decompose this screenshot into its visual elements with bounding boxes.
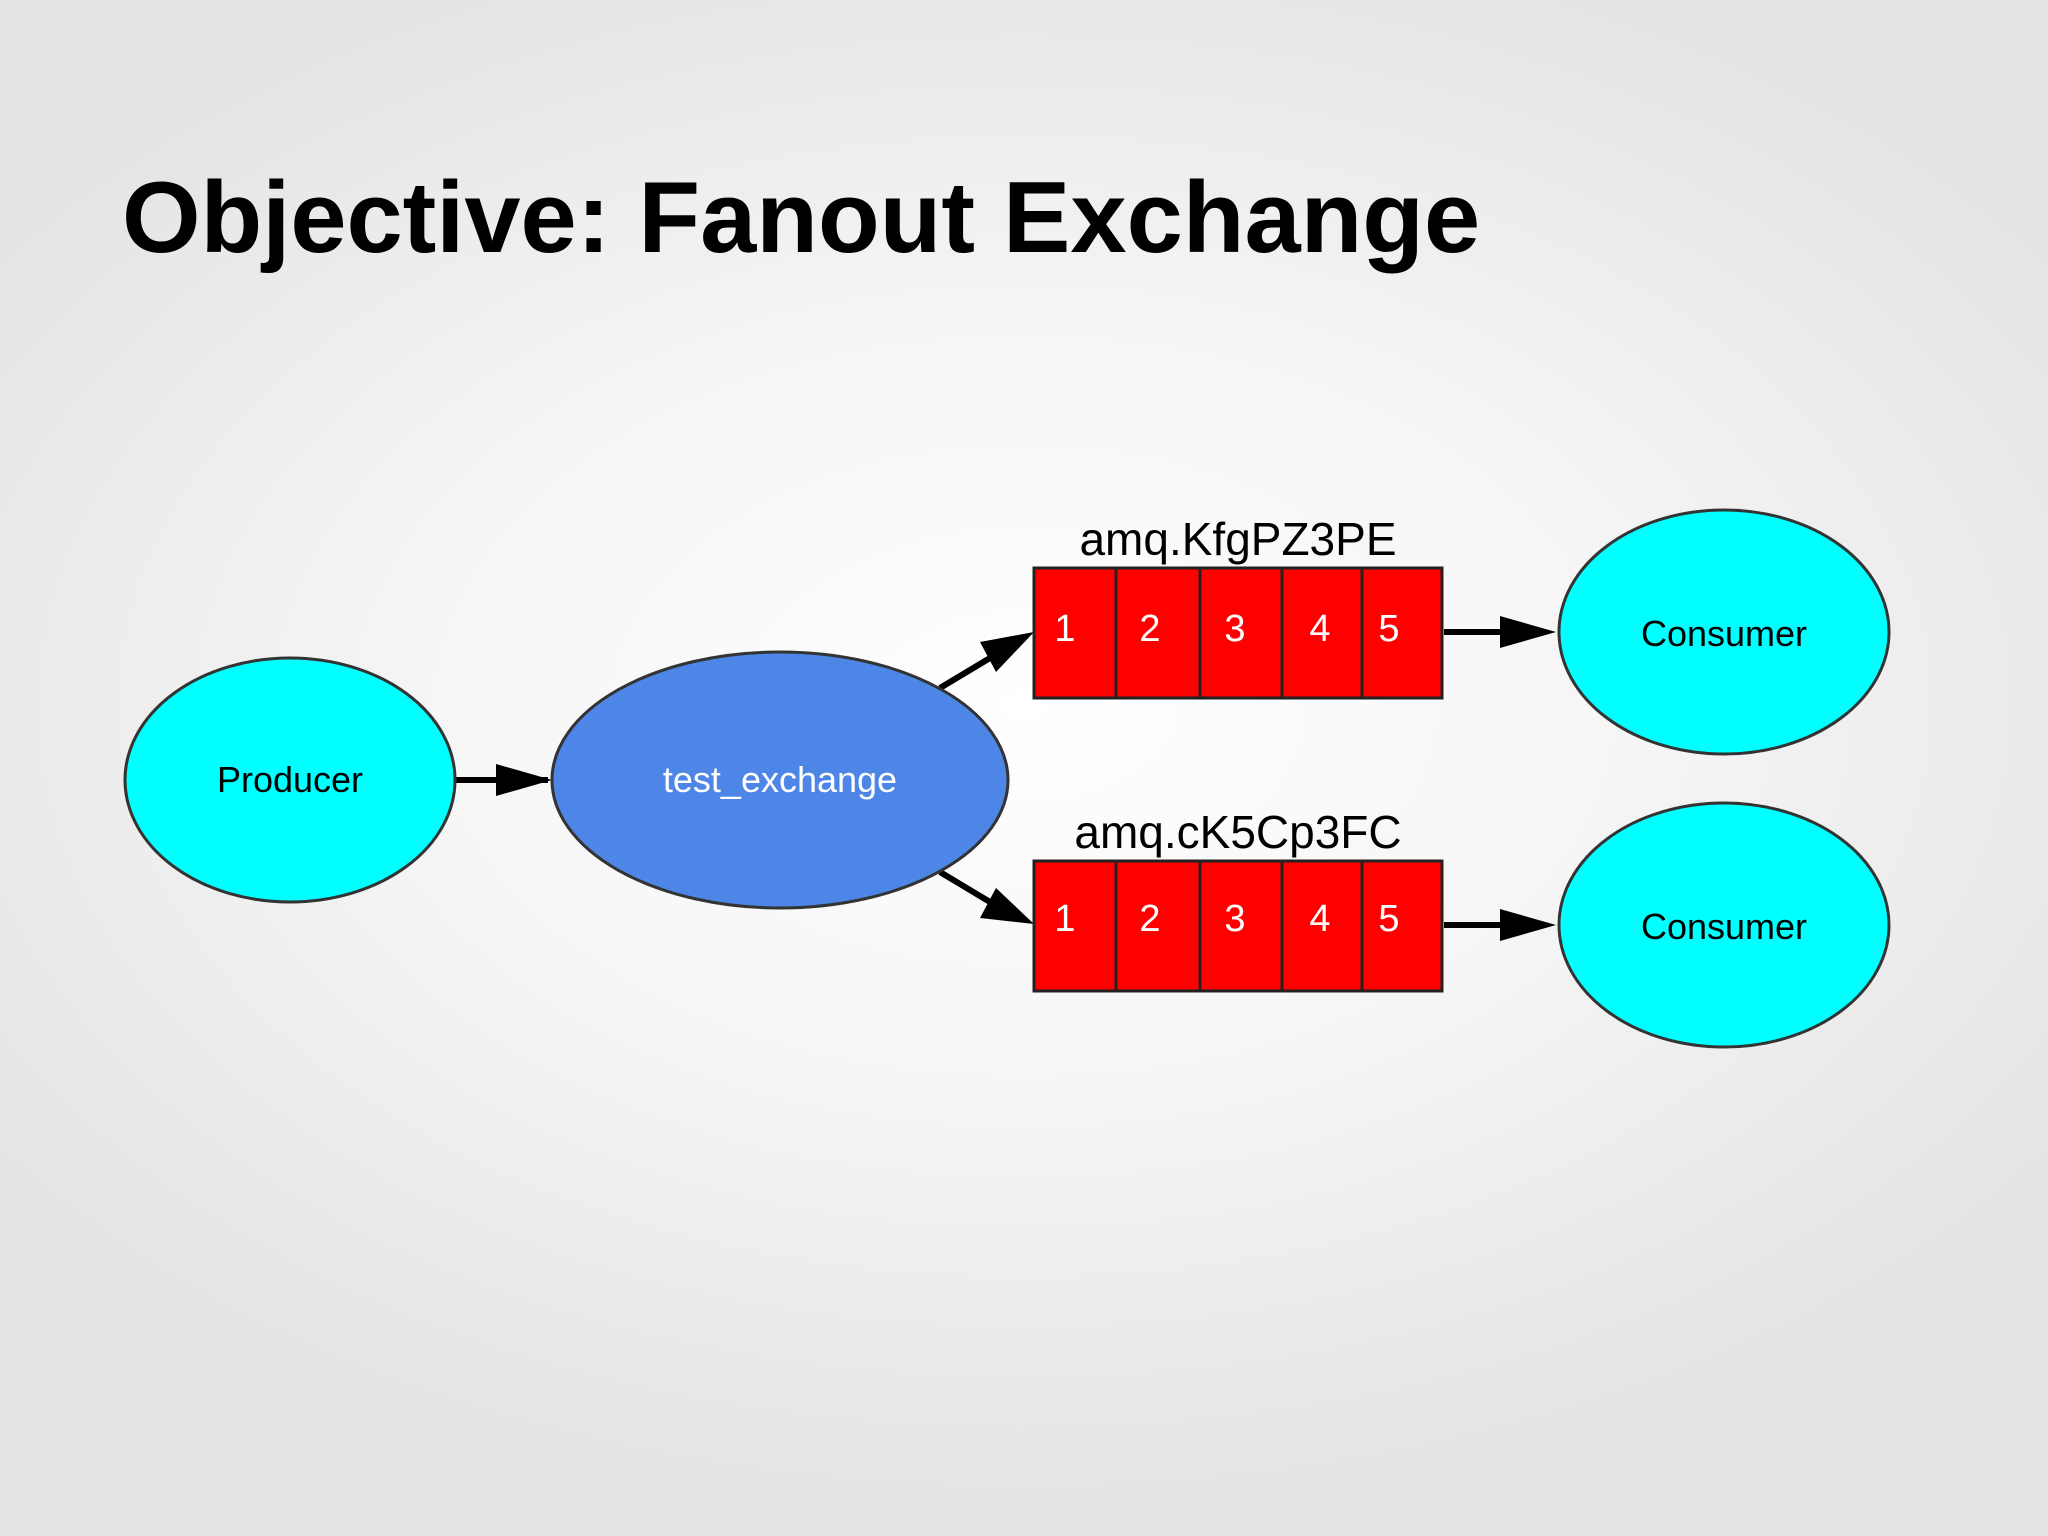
queue-2-cells: 1 2 3 4 5 — [1032, 859, 1444, 993]
queue-2-message-2: 2 — [1139, 898, 1160, 940]
queue-1: amq.KfgPZ3PE 1 2 3 4 5 — [1032, 513, 1444, 700]
queue-1-cells: 1 2 3 4 5 — [1032, 566, 1444, 700]
queue-2-cell-5 — [1360, 859, 1444, 993]
consumer-2-ellipse — [1557, 801, 1891, 1049]
consumer-2-label: Consumer — [1641, 906, 1807, 947]
queue-2-cell-1 — [1032, 859, 1118, 993]
queue-1-cell-3 — [1198, 566, 1284, 700]
consumer-1-ellipse — [1557, 508, 1891, 756]
producer-ellipse — [123, 656, 457, 904]
arrowhead-producer-to-exchange — [496, 764, 552, 796]
queue-2-message-1: 1 — [1054, 898, 1075, 940]
arrowhead-exchange-to-queue-1 — [980, 632, 1034, 672]
producer-label: Producer — [217, 759, 363, 800]
queue-1-name: amq.KfgPZ3PE — [1079, 513, 1396, 565]
queue-1-cell-4 — [1280, 566, 1364, 700]
edges — [456, 616, 1556, 941]
queue-1-message-2: 2 — [1139, 608, 1160, 650]
queue-2-message-3: 3 — [1224, 898, 1245, 940]
arrowhead-queue-1-to-consumer-1 — [1500, 616, 1556, 648]
arrowhead-exchange-to-queue-2 — [980, 888, 1034, 924]
consumer-1-label: Consumer — [1641, 613, 1807, 654]
queue-2-name: amq.cK5Cp3FC — [1074, 806, 1401, 858]
queue-1-message-4: 4 — [1309, 608, 1330, 650]
exchange-ellipse — [550, 650, 1010, 910]
exchange-label: test_exchange — [663, 759, 897, 800]
producer-node: Producer — [123, 656, 457, 904]
queue-2: amq.cK5Cp3FC 1 2 3 4 5 — [1032, 806, 1444, 993]
slide-title: Objective: Fanout Exchange — [122, 162, 1481, 274]
edge-exchange-to-queue-1 — [938, 655, 992, 691]
queue-1-cell-5 — [1360, 566, 1444, 700]
queue-1-cell-2 — [1114, 566, 1202, 700]
queue-1-message-3: 3 — [1224, 608, 1245, 650]
consumer-1-node: Consumer — [1557, 508, 1891, 756]
arrowhead-queue-2-to-consumer-2 — [1500, 909, 1556, 941]
queue-2-message-5: 5 — [1378, 898, 1399, 940]
exchange-node: test_exchange — [550, 650, 1010, 910]
consumer-2-node: Consumer — [1557, 801, 1891, 1049]
queue-2-message-4: 4 — [1309, 898, 1330, 940]
queue-1-message-5: 5 — [1378, 608, 1399, 650]
queue-2-cell-3 — [1198, 859, 1284, 993]
queue-1-message-1: 1 — [1054, 608, 1075, 650]
edge-exchange-to-queue-2 — [938, 869, 992, 905]
